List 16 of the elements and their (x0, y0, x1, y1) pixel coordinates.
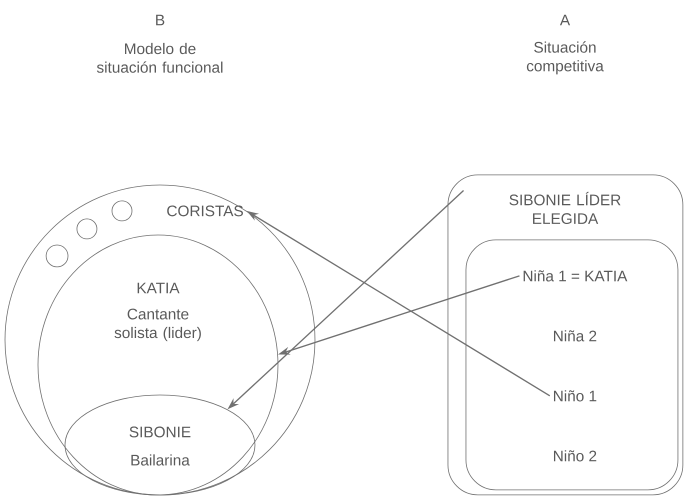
heading: B (156, 14, 164, 26)
label: SIBONIE LÍDER ELEGIDA (509, 192, 621, 224)
label: Bailarina (131, 454, 190, 466)
label: Niño 2 (554, 450, 596, 462)
label: SIBONIE (130, 426, 190, 438)
label: Niño 1 (554, 390, 596, 402)
label: Cantante solista (lider) (114, 308, 201, 342)
label: Niña 2 (554, 330, 596, 342)
circle (4, 184, 316, 496)
heading: Situación competitiva (526, 41, 604, 74)
heading: Modelo de situación funcional (96, 42, 222, 73)
label: CORISTAS (167, 206, 243, 216)
heading: A (560, 14, 570, 26)
label: Niña 1 = KATIA (524, 270, 628, 282)
rounded-box (466, 240, 678, 490)
label: KATIA (138, 282, 180, 294)
